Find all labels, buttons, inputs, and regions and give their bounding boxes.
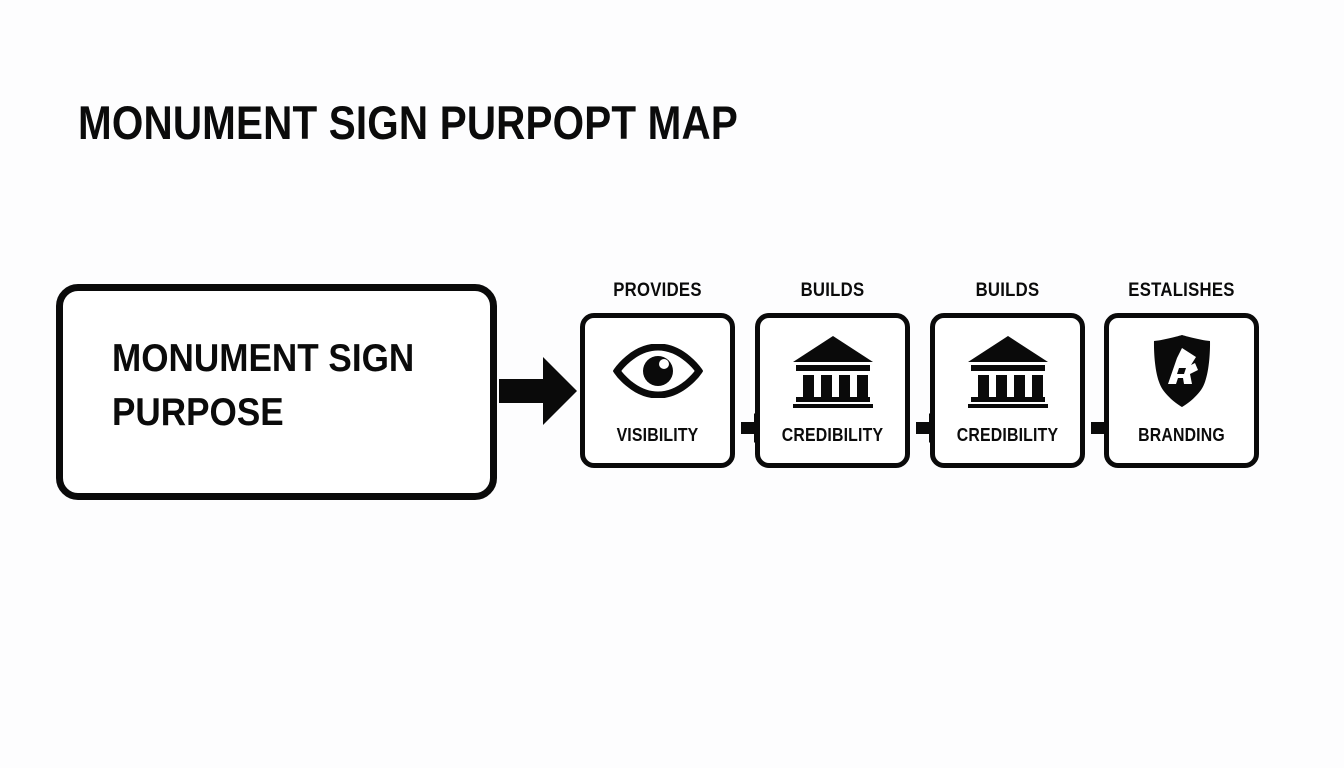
page-title: MONUMENT SIGN PURPOPT MAP bbox=[78, 96, 739, 149]
outcome-node-branding[interactable]: ESTALISHES BRANDING bbox=[1104, 280, 1259, 468]
outcome-node-credibility-2-label: CREDIBILITY bbox=[956, 425, 1059, 445]
outcome-chain: PROVIDES VISIBILITY BUILDS bbox=[580, 276, 1260, 476]
source-node-label-line1: MONUMENT SIGN bbox=[112, 337, 415, 380]
outcome-node-credibility-1-label: CREDIBILITY bbox=[781, 425, 884, 445]
outcome-node-credibility-2-top-label: BUILDS bbox=[975, 280, 1040, 301]
source-node-label-line2: PURPOSE bbox=[112, 390, 284, 434]
outcome-node-credibility-2-box bbox=[930, 313, 1085, 468]
shield-a-icon bbox=[1104, 335, 1259, 407]
outcome-node-credibility-1[interactable]: BUILDS CREDIBILITY bbox=[755, 280, 944, 468]
outcome-node-credibility-2[interactable]: BUILDS CREDIBILITY bbox=[930, 280, 1119, 468]
outcome-node-visibility-box bbox=[580, 313, 735, 468]
outcome-node-visibility-top-label: PROVIDES bbox=[613, 280, 702, 301]
outcome-node-credibility-1-top-label: BUILDS bbox=[800, 280, 865, 301]
bank-icon bbox=[930, 335, 1085, 408]
outcome-node-visibility[interactable]: PROVIDES VISIBILITY bbox=[580, 280, 769, 468]
right-block-arrow-icon bbox=[499, 355, 577, 427]
outcome-node-visibility-label: VISIBILITY bbox=[616, 425, 699, 445]
source-node-label: MONUMENT SIGN PURPOSE bbox=[112, 332, 436, 440]
outcome-node-branding-label: BRANDING bbox=[1138, 425, 1225, 445]
source-node-monument-sign-purpose[interactable]: MONUMENT SIGN PURPOSE bbox=[56, 284, 497, 500]
eye-icon bbox=[580, 335, 735, 407]
bank-icon bbox=[755, 335, 910, 408]
outcome-node-branding-top-label: ESTALISHES bbox=[1128, 280, 1235, 301]
